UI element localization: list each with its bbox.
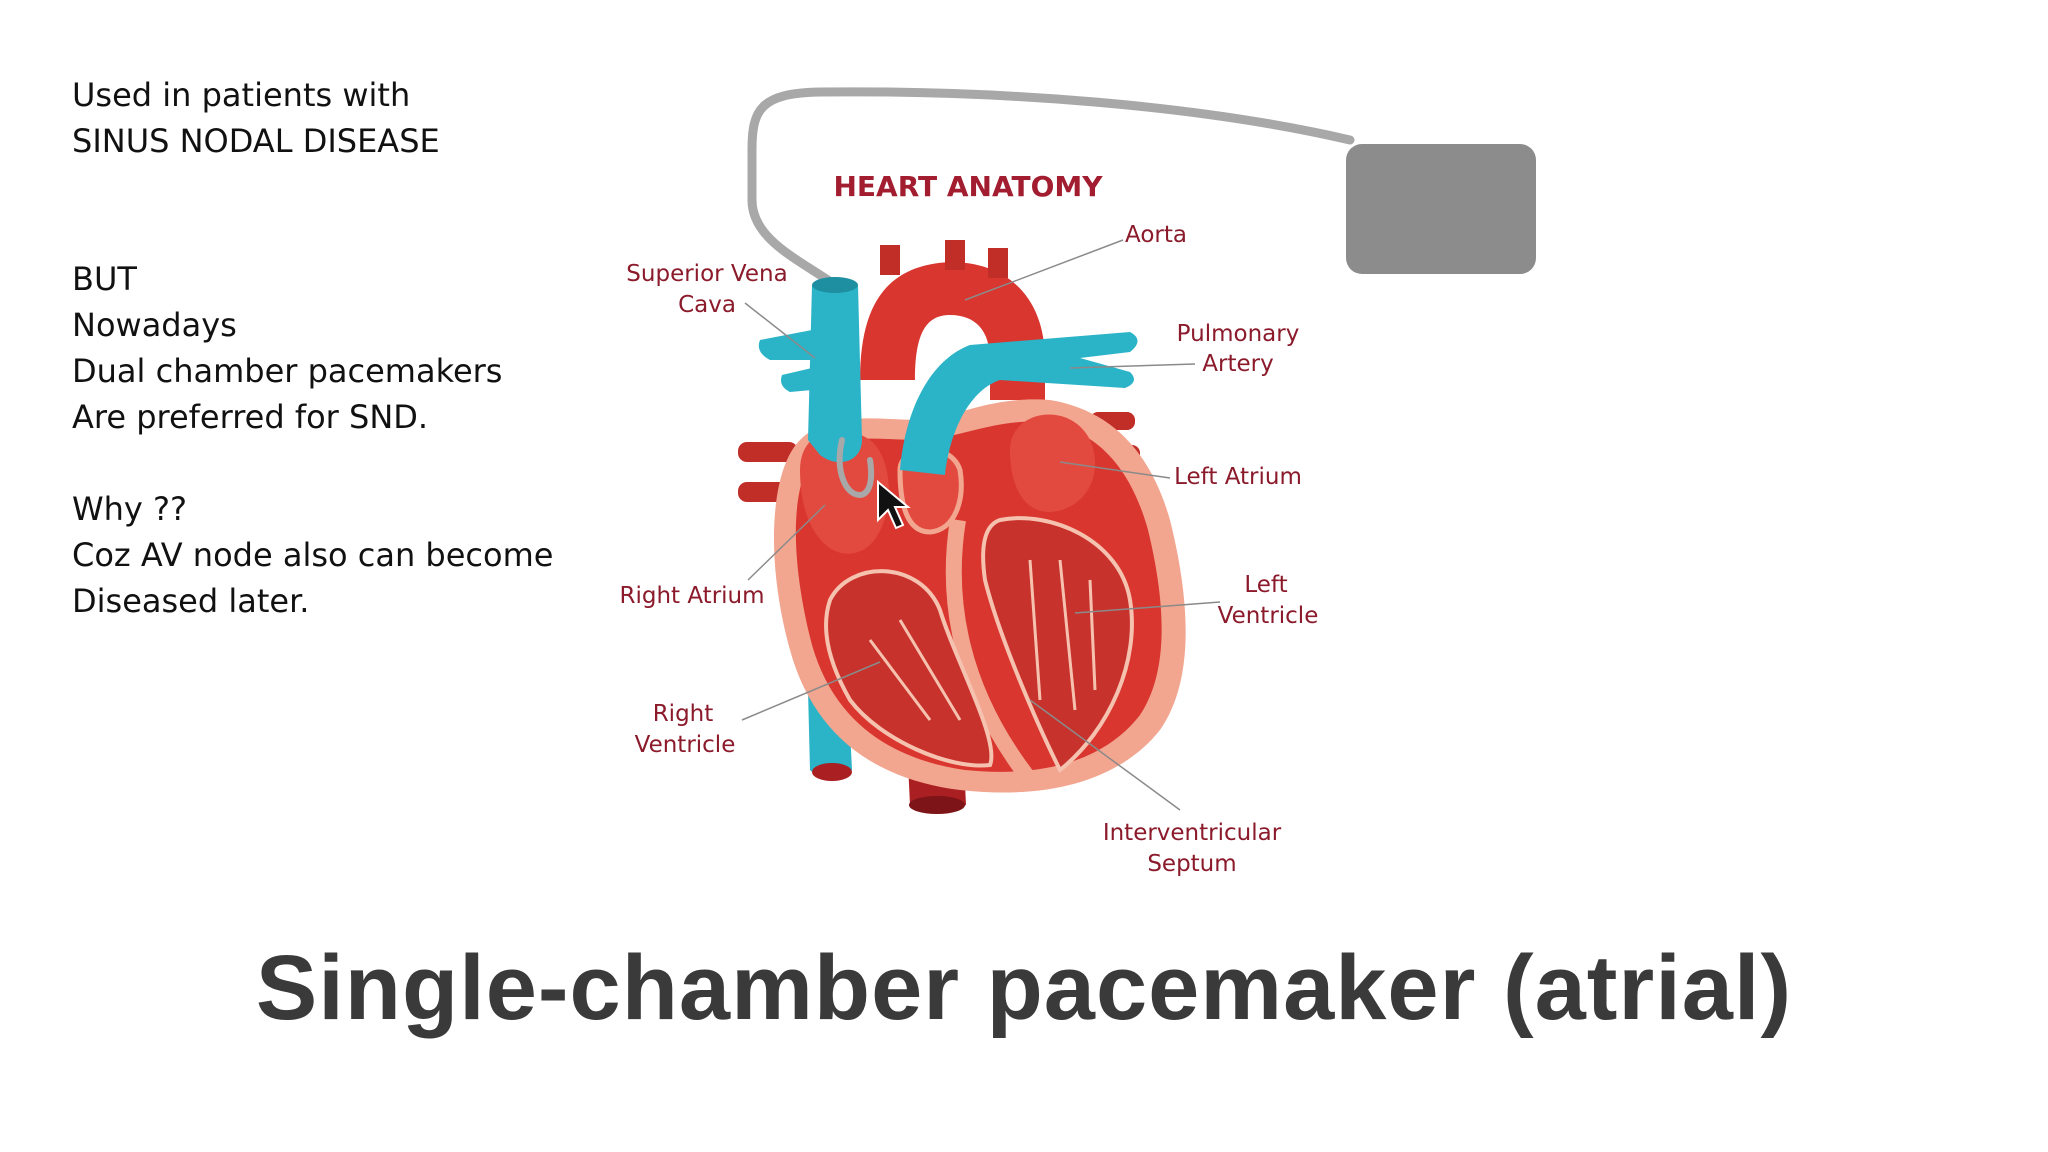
leader-lines	[741, 239, 1221, 811]
note-line: Diseased later.	[72, 582, 310, 620]
label-right-ventricle-line2: Ventricle	[635, 732, 736, 758]
label-left-ventricle-line1: Left	[1244, 572, 1287, 598]
note-line: Dual chamber pacemakers	[72, 352, 503, 390]
label-superior-vena-cava-line2: Cava	[678, 292, 736, 318]
label-interventricular-septum-line2: Septum	[1147, 851, 1236, 877]
label-interventricular-septum-line1: Interventricular	[1103, 820, 1282, 846]
right-atrium	[800, 430, 889, 554]
heart-illustration	[738, 240, 1186, 814]
note-line: SINUS NODAL DISEASE	[72, 122, 440, 160]
septum	[945, 518, 1037, 785]
note-line: Used in patients with	[72, 76, 411, 114]
label-right-atrium: Right Atrium	[619, 583, 764, 609]
notes-text: Used in patients with SINUS NODAL DISEAS…	[72, 72, 592, 624]
note-line: Nowadays	[72, 306, 237, 344]
superior-vena-cava	[808, 285, 862, 463]
left-atrium	[1010, 414, 1096, 512]
diagram-heading: HEART ANATOMY	[833, 170, 1103, 203]
label-pulmonary-artery-line2: Artery	[1202, 351, 1273, 377]
note-line: BUT	[72, 260, 137, 298]
label-aorta: Aorta	[1125, 222, 1187, 248]
label-right-ventricle-line1: Right	[653, 701, 714, 727]
pacemaker-lead	[747, 87, 1355, 305]
note-line: Coz AV node also can become	[72, 536, 554, 574]
label-left-atrium: Left Atrium	[1174, 464, 1302, 490]
label-pulmonary-artery-line1: Pulmonary	[1177, 321, 1300, 347]
slide-title: Single-chamber pacemaker (atrial)	[255, 937, 1793, 1039]
label-left-ventricle-line2: Ventricle	[1218, 603, 1319, 629]
cursor-icon	[877, 479, 911, 530]
note-line: Why ??	[72, 490, 187, 528]
note-line: Are preferred for SND.	[72, 398, 429, 436]
label-superior-vena-cava-line1: Superior Vena	[626, 261, 787, 287]
pacemaker-generator	[1346, 144, 1536, 274]
left-ventricle	[981, 516, 1134, 774]
